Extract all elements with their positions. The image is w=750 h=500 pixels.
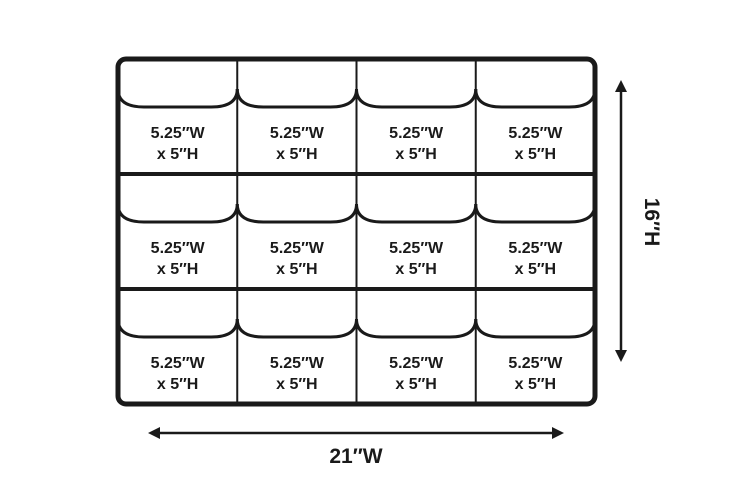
pocket-width-label: 5.25″W [508, 355, 563, 372]
pocket-flap [116, 318, 239, 339]
pockets-grid: 5.25″W x 5″H 5.25″W x 5″H 5.25″W x 5″H 5.25″W x… [116, 59, 597, 404]
pocket: 5.25″W x 5″H [355, 203, 478, 278]
width-dimension-arrow [148, 427, 564, 439]
pocket: 5.25″W x 5″H [355, 318, 478, 393]
pocket-height-label: x 5″H [276, 146, 317, 163]
pocket-flap [116, 88, 239, 109]
pocket: 5.25″W x 5″H [474, 88, 597, 163]
pocket-width-label: 5.25″W [389, 125, 444, 142]
pocket-height-label: x 5″H [515, 376, 556, 393]
pocket-width-label: 5.25″W [508, 125, 563, 142]
pocket: 5.25″W x 5″H [116, 318, 239, 393]
pocket: 5.25″W x 5″H [474, 318, 597, 393]
pocket-height-label: x 5″H [395, 376, 436, 393]
pocket: 5.25″W x 5″H [474, 203, 597, 278]
pocket-width-label: 5.25″W [270, 125, 325, 142]
height-label: 16″H [640, 198, 663, 247]
pocket-width-label: 5.25″W [389, 240, 444, 257]
pocket-flap [355, 88, 478, 109]
pocket: 5.25″W x 5″H [116, 88, 239, 163]
pocket-flap [355, 318, 478, 339]
pocket-height-label: x 5″H [157, 146, 198, 163]
pocket-height-label: x 5″H [276, 261, 317, 278]
pocket-width-label: 5.25″W [508, 240, 563, 257]
pocket-height-label: x 5″H [157, 261, 198, 278]
pocket-flap [235, 88, 358, 109]
pocket-height-label: x 5″H [515, 146, 556, 163]
pocket-flap [355, 203, 478, 224]
pocket-flap [474, 318, 597, 339]
pocket-width-label: 5.25″W [389, 355, 444, 372]
pocket-width-label: 5.25″W [151, 355, 206, 372]
pocket-width-label: 5.25″W [270, 355, 325, 372]
pocket: 5.25″W x 5″H [235, 203, 358, 278]
height-dimension-arrow [615, 80, 627, 362]
pocket-width-label: 5.25″W [151, 240, 206, 257]
width-label: 21″W [329, 445, 382, 468]
pocket-height-label: x 5″H [395, 261, 436, 278]
pocket-height-label: x 5″H [515, 261, 556, 278]
pocket-height-label: x 5″H [157, 376, 198, 393]
pocket-flap [116, 203, 239, 224]
pocket-flap [235, 318, 358, 339]
pocket-flap [474, 203, 597, 224]
pocket: 5.25″W x 5″H [116, 203, 239, 278]
pocket: 5.25″W x 5″H [235, 318, 358, 393]
pocket-width-label: 5.25″W [270, 240, 325, 257]
pocket-flap [474, 88, 597, 109]
pocket-height-label: x 5″H [276, 376, 317, 393]
pocket-flap [235, 203, 358, 224]
pocket-width-label: 5.25″W [151, 125, 206, 142]
pocket-height-label: x 5″H [395, 146, 436, 163]
pocket: 5.25″W x 5″H [235, 88, 358, 163]
organizer-frame [115, 56, 598, 407]
pocket: 5.25″W x 5″H [355, 88, 478, 163]
